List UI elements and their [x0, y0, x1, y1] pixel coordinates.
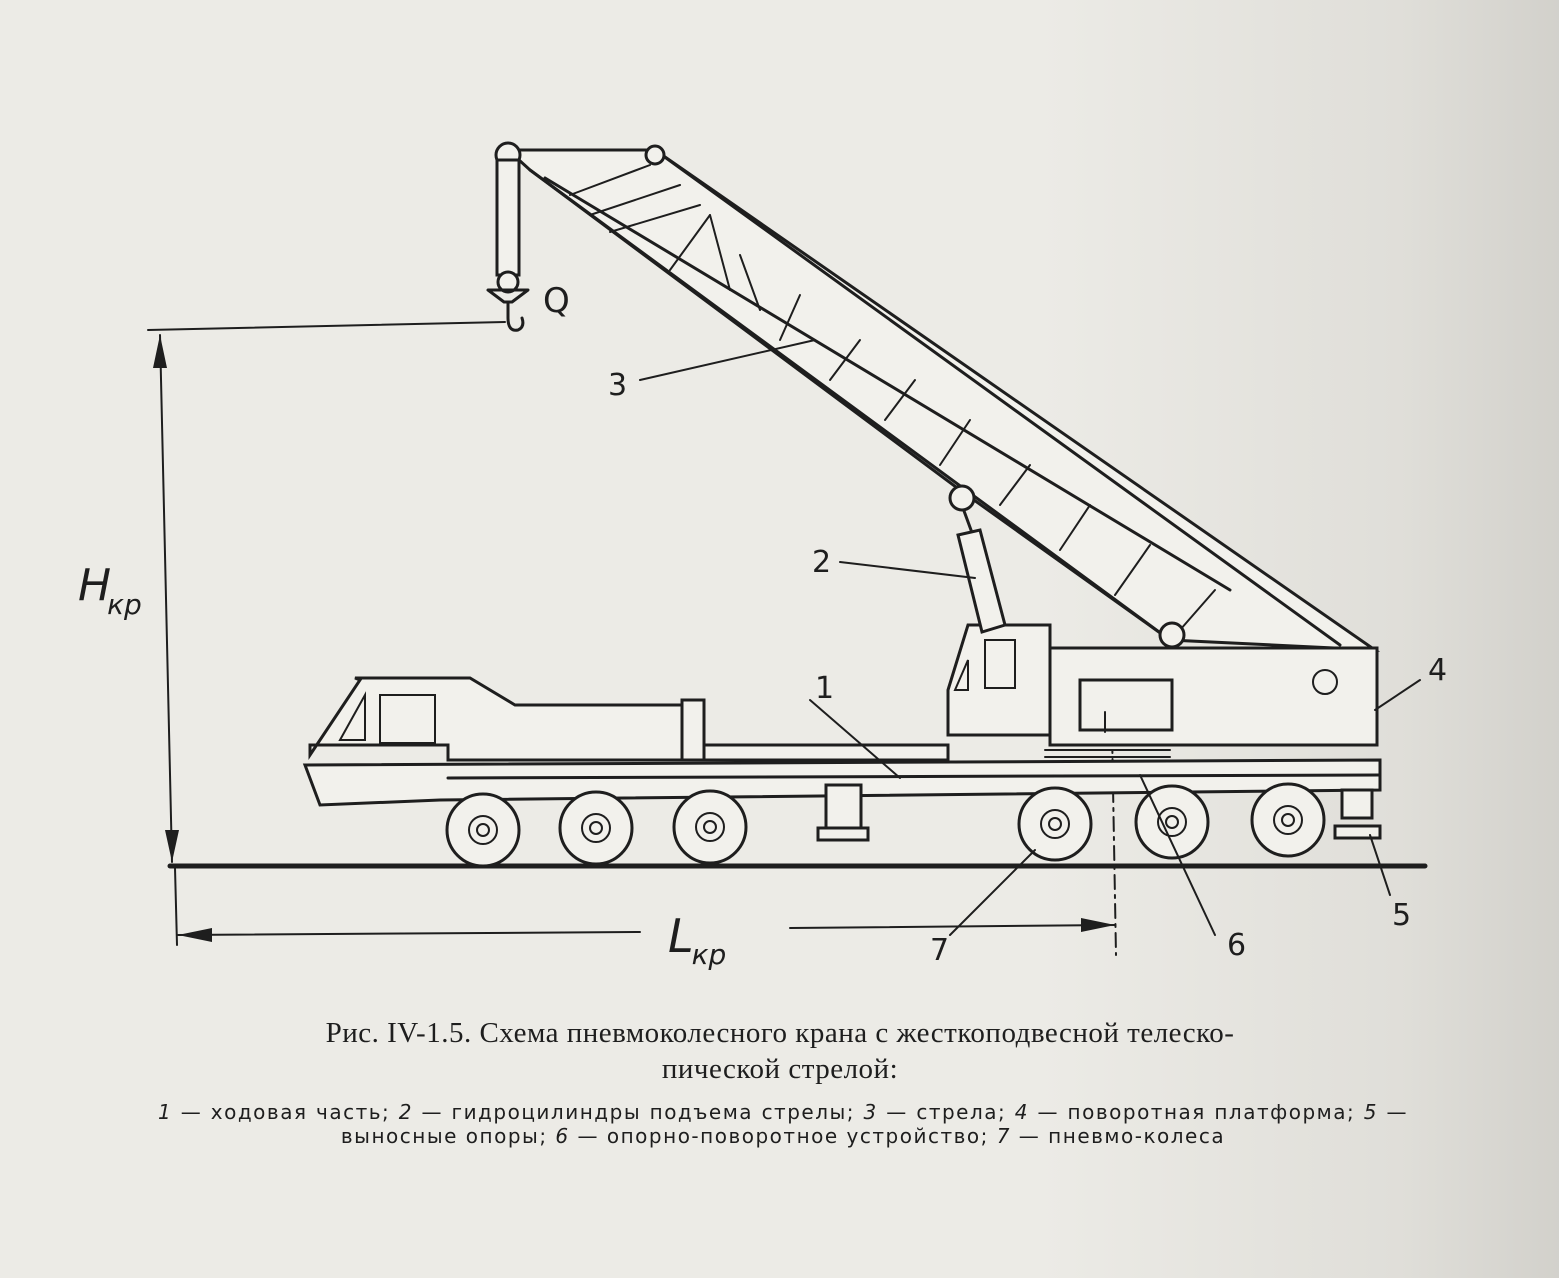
wheels	[445, 782, 1326, 868]
legend-item: 4 — поворотная платформа;	[1014, 1100, 1364, 1124]
height-dimension-line	[159, 334, 173, 863]
hook-block	[486, 158, 530, 332]
leader-5	[1369, 834, 1391, 896]
label-2: 2	[812, 545, 831, 580]
legend-item: 2 — гидроцилиндры подъема стрелы;	[398, 1100, 864, 1124]
height-arrow-top	[153, 335, 167, 368]
label-6: 6	[1227, 928, 1246, 963]
label-3: 3	[608, 368, 627, 403]
boom	[494, 141, 1381, 652]
length-label: Lкр	[668, 909, 726, 971]
leader-4	[1374, 679, 1421, 711]
legend-item: 7 — пневмо-колеса	[996, 1124, 1226, 1148]
leader-7	[949, 849, 1036, 936]
caption-line-1: Рис. IV-1.5. Схема пневмоколесного крана…	[325, 1017, 1235, 1049]
rotating-platform	[1044, 646, 1379, 758]
leader-2	[839, 561, 976, 579]
chassis	[302, 676, 1382, 842]
crane-diagram: Q 1 2 3 4 5 6 7 Hкр Lкр	[78, 141, 1447, 971]
legend-item: 1 — ходовая часть;	[158, 1100, 399, 1124]
figure-caption: Рис. IV-1.5. Схема пневмоколесного крана…	[130, 1015, 1430, 1087]
operator-cabin	[946, 623, 1052, 737]
wheel	[1134, 784, 1210, 860]
length-arrow-left	[178, 928, 212, 942]
load-label: Q	[543, 281, 570, 321]
hydraulic-cylinder	[948, 484, 1007, 634]
wheel	[1250, 782, 1326, 858]
legend-item: 5 — выносные опоры;	[340, 1100, 1409, 1148]
height-label: Hкр	[78, 560, 142, 621]
label-5: 5	[1392, 898, 1411, 933]
legend-item: 6 — опорно-поворотное устройство;	[555, 1124, 997, 1148]
length-arrow-right	[1081, 918, 1115, 932]
legend-item: 3 — стрела;	[863, 1100, 1015, 1124]
leader-3	[639, 339, 816, 381]
height-arrow-bottom	[165, 830, 179, 862]
caption-line-2: пической стрелой:	[661, 1053, 899, 1085]
height-extension-line	[147, 321, 506, 331]
length-dimension-line-right	[789, 924, 1116, 929]
label-7: 7	[930, 933, 949, 968]
label-1: 1	[815, 671, 834, 706]
wheel	[1017, 786, 1093, 862]
figure-legend: 1 — ходовая часть; 2 — гидроцилиндры под…	[158, 1100, 1408, 1148]
label-4: 4	[1428, 653, 1447, 688]
wheel	[672, 789, 748, 865]
leader-1	[809, 699, 901, 779]
leader-6	[1139, 774, 1216, 936]
wheel	[558, 790, 634, 866]
length-dimension-line-left	[177, 931, 641, 936]
length-extension-left	[174, 867, 178, 946]
wheel	[445, 792, 521, 868]
